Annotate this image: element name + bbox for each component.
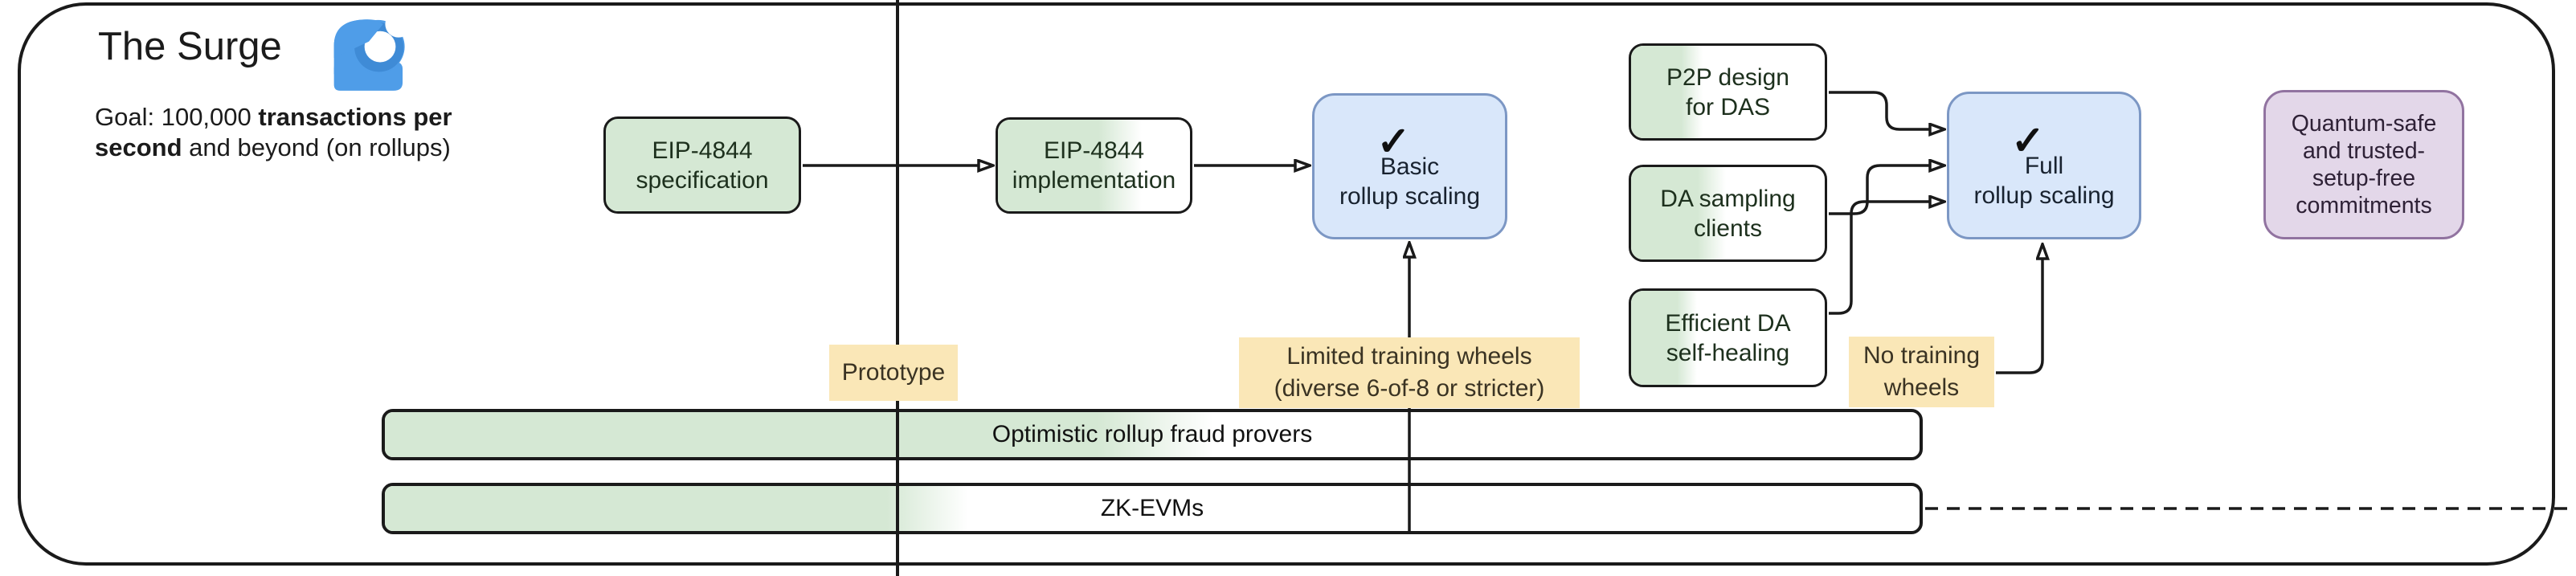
bar-optimistic-rollup-fraud-provers: Optimistic rollup fraud provers — [382, 409, 1923, 460]
node-quantum-safe-commitments: Quantum-safe and trusted- setup-free com… — [2263, 90, 2464, 239]
label-text: wheels — [1883, 374, 1960, 401]
connector-p2p-to-full — [1829, 91, 1930, 129]
connector-heal-to-full — [1829, 202, 1930, 315]
node-text: specification — [636, 166, 769, 194]
label-text: (diverse 6-of-8 or stricter) — [1274, 375, 1545, 402]
node-text: clients — [1693, 214, 1763, 242]
node-text: implementation — [1012, 167, 1176, 194]
node-text: Full — [2024, 152, 2064, 179]
node-text: EIP-4844 — [652, 137, 753, 164]
node-text: rollup scaling — [1973, 182, 2115, 209]
node-text: P2P design — [1666, 63, 1789, 91]
node-text: self-healing — [1666, 339, 1790, 366]
node-progress-fill — [1631, 291, 1697, 385]
label-no-training-wheels: No training wheels — [1849, 337, 1994, 407]
goal-text: Goal: 100,000 transactions per second an… — [95, 102, 452, 163]
checkmark-icon: ✓ — [2011, 117, 2045, 163]
node-text: rollup scaling — [1339, 182, 1481, 210]
node-text: Efficient DA — [1665, 309, 1791, 337]
node-eip4844-specification: EIP-4844 specification — [603, 116, 801, 214]
node-text: commitments — [2296, 193, 2432, 219]
node-p2p-design-for-das: P2P design for DAS — [1629, 43, 1827, 141]
diagram-border — [18, 2, 2555, 566]
label-prototype: Prototype — [829, 345, 958, 401]
wave-emoji-icon — [333, 13, 410, 91]
bar-progress-fill — [385, 412, 1214, 457]
node-progress-fill — [998, 120, 1143, 211]
node-text: setup-free — [2312, 165, 2416, 191]
node-text: Basic — [1380, 153, 1440, 180]
node-text: and trusted- — [2302, 138, 2426, 164]
node-efficient-da-self-healing: Efficient DA self-healing — [1629, 288, 1827, 387]
connector-das-to-full — [1829, 165, 1930, 215]
label-limited-training-wheels: Limited training wheels (diverse 6-of-8 … — [1239, 337, 1580, 408]
bar-label: ZK-EVMs — [1100, 495, 1204, 521]
goal-line-2: second and beyond (on rollups) — [95, 133, 451, 161]
node-da-sampling-clients: DA sampling clients — [1629, 165, 1827, 262]
node-text: Quantum-safe — [2291, 111, 2437, 137]
node-progress-fill — [1631, 167, 1727, 259]
node-progress-fill — [1631, 46, 1703, 138]
page-title: The Surge — [98, 25, 282, 68]
bar-progress-fill — [385, 486, 968, 531]
checkmark-icon: ✓ — [1376, 118, 1411, 164]
node-basic-rollup-scaling: ✓ Basic rollup scaling — [1312, 93, 1507, 239]
label-text: No training — [1862, 342, 1981, 369]
today-marker-line — [896, 0, 899, 576]
label-text: Prototype — [841, 359, 946, 386]
node-text: for DAS — [1685, 93, 1771, 121]
bar-label: Optimistic rollup fraud provers — [992, 421, 1313, 447]
node-eip4844-implementation: EIP-4844 implementation — [996, 117, 1192, 214]
connector-notraining-to-full — [1996, 259, 2042, 374]
label-text: Limited training wheels — [1286, 343, 1532, 370]
node-full-rollup-scaling: ✓ Full rollup scaling — [1947, 92, 2141, 239]
bar-zk-evms: ZK-EVMs — [382, 483, 1923, 534]
node-text: EIP-4844 — [1043, 137, 1145, 164]
goal-line-1: Goal: 100,000 transactions per — [95, 103, 452, 131]
node-text: DA sampling — [1660, 185, 1796, 212]
